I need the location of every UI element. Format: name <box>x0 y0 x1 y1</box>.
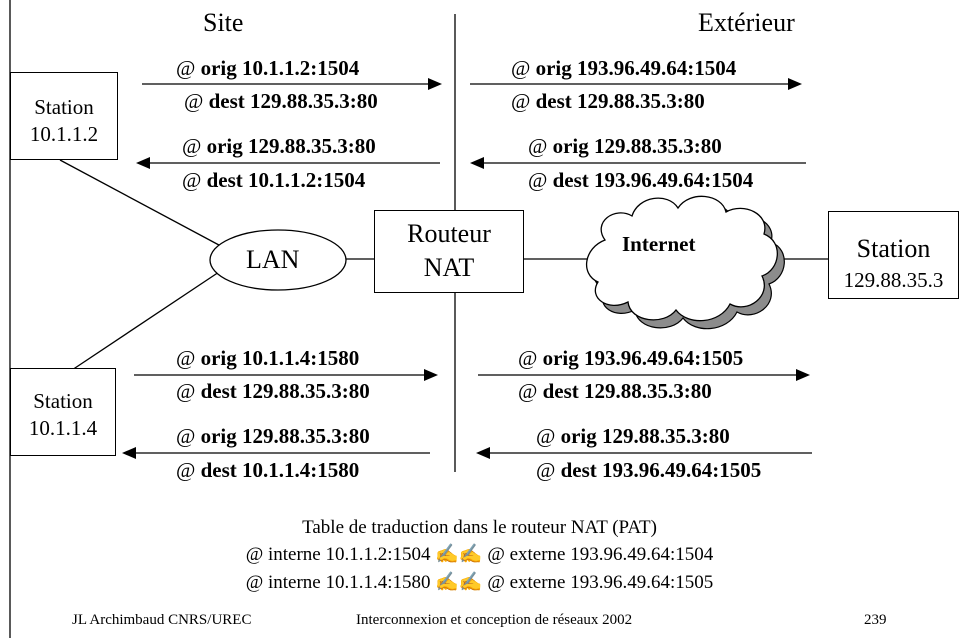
arrow-p2-in-back-head <box>122 447 136 459</box>
p2-in-out-orig: @ orig 10.1.1.4:1580 <box>176 346 360 370</box>
router-line2: NAT <box>423 253 475 282</box>
station-ip: 10.1.1.4 <box>28 416 98 440</box>
header-site: Site <box>203 8 244 37</box>
header-exterieur: Extérieur <box>698 8 795 37</box>
lan-label: LAN <box>246 245 300 274</box>
station-label: Station <box>856 234 931 263</box>
arrow-p1-ext-out-head <box>788 78 802 90</box>
link-station2-lan <box>71 269 223 371</box>
station-label: Station <box>33 389 93 413</box>
arrow-p2-ext-out-head <box>796 369 810 381</box>
arrow-p1-ext-back-head <box>470 157 484 169</box>
p2-ext-back-dest: @ dest 193.96.49.64:1505 <box>536 458 762 482</box>
station-box-10-1-1-2: Station 10.1.1.2 <box>10 72 118 160</box>
p1-in-back-orig: @ orig 129.88.35.3:80 <box>182 134 376 158</box>
p1-ext-back-dest: @ dest 193.96.49.64:1504 <box>528 168 754 192</box>
p1-ext-out-orig: @ orig 193.96.49.64:1504 <box>511 56 737 80</box>
router-line1: Routeur <box>407 219 491 248</box>
arrow-p2-ext-back-head <box>476 447 490 459</box>
p1-ext-back-orig: @ orig 129.88.35.3:80 <box>528 134 722 158</box>
station-ip: 129.88.35.3 <box>843 268 944 292</box>
footer-page-number: 239 <box>864 612 887 628</box>
p2-in-back-dest: @ dest 10.1.1.4:1580 <box>176 458 360 482</box>
p2-ext-back-orig: @ orig 129.88.35.3:80 <box>536 424 730 448</box>
arrow-p1-in-back-head <box>136 157 150 169</box>
link-station1-lan <box>59 159 233 253</box>
translation-table-row-1: @ interne 10.1.1.2:1504 ✍✍ @ externe 193… <box>245 544 714 565</box>
station-box-129-88-35-3: Station 129.88.35.3 <box>828 211 959 299</box>
translation-table-row-2: @ interne 10.1.1.4:1580 ✍✍ @ externe 193… <box>245 572 714 593</box>
p2-ext-out-dest: @ dest 129.88.35.3:80 <box>518 379 712 403</box>
footer-course: Interconnexion et conception de réseaux … <box>356 612 633 628</box>
p2-in-out-dest: @ dest 129.88.35.3:80 <box>176 379 370 403</box>
footer-author: JL Archimbaud CNRS/UREC <box>72 612 252 628</box>
station-label: Station <box>34 95 94 119</box>
translation-table-title: Table de traduction dans le routeur NAT … <box>302 517 657 538</box>
p2-ext-out-orig: @ orig 193.96.49.64:1505 <box>518 346 744 370</box>
station-box-10-1-1-4: Station 10.1.1.4 <box>10 368 116 456</box>
internet-label: Internet <box>622 232 696 256</box>
p1-ext-out-dest: @ dest 129.88.35.3:80 <box>511 89 705 113</box>
p1-in-out-orig: @ orig 10.1.1.2:1504 <box>176 56 360 80</box>
station-ip: 10.1.1.2 <box>29 122 99 146</box>
p2-in-back-orig: @ orig 129.88.35.3:80 <box>176 424 370 448</box>
arrow-p1-in-out-head <box>428 78 442 90</box>
arrow-p2-in-out-head <box>424 369 438 381</box>
p1-in-out-dest: @ dest 129.88.35.3:80 <box>184 89 378 113</box>
internet-cloud <box>585 195 785 330</box>
p1-in-back-dest: @ dest 10.1.1.2:1504 <box>182 168 366 192</box>
router-nat-box: Routeur NAT <box>374 210 524 293</box>
lan-ellipse <box>209 229 347 291</box>
